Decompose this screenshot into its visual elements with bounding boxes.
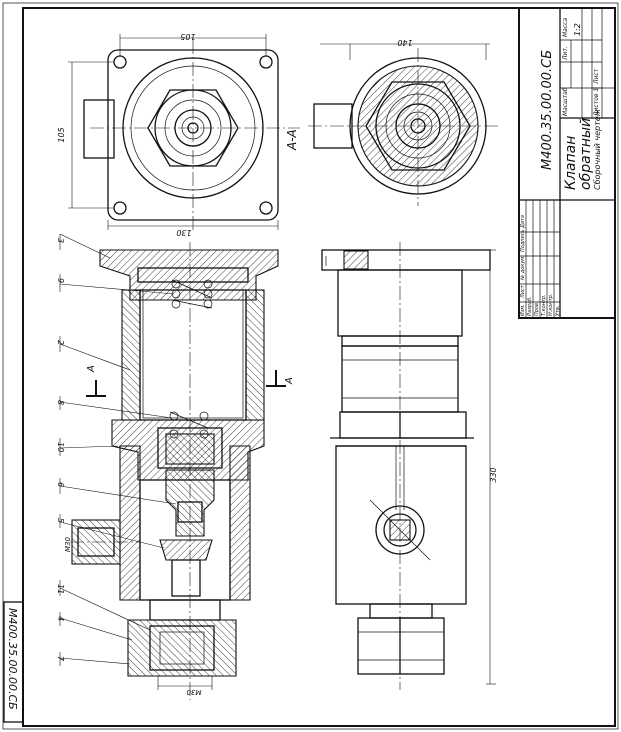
dim-height-side: 105 [57, 127, 66, 142]
dim-thread-bottom: М30 [186, 688, 201, 696]
cut-mark-left: А [86, 365, 97, 373]
left-section: М30 М30 А А [64, 242, 295, 700]
callout-7: 7 [56, 656, 65, 662]
sheets-label: Листов 1 [593, 88, 600, 117]
callout-2: 2 [56, 340, 65, 345]
dim-width-top: 105 [180, 32, 195, 41]
role-utv: Утв. [555, 306, 561, 317]
callout-3: 3 [56, 238, 65, 243]
title-line-2: обратный [578, 118, 594, 190]
drawing-frame [22, 7, 616, 727]
lit-header: Лит. [562, 46, 569, 61]
doc-type: Сборочный чертеж [593, 108, 602, 190]
row-docnum: № докум. [520, 255, 526, 281]
role-prov: Пров. [534, 301, 540, 316]
mass-header: Масса [562, 18, 569, 37]
sheet-label: Лист [593, 68, 600, 85]
dim-total-length: 330 [489, 467, 498, 482]
callout-6: 6 [56, 482, 65, 487]
callout-8: 8 [56, 400, 65, 405]
role-razrab: Разраб. [527, 296, 533, 316]
dim-thread-side: М30 [64, 537, 72, 552]
cut-mark-right: А [284, 377, 295, 385]
stamp-designation: М400.35.00.00.СБ [6, 608, 19, 710]
row-date: Дата [520, 215, 526, 229]
callouts: 3 9 2 8 10 6 5 11 4 7 [56, 233, 177, 666]
callout-11: 11 [56, 584, 65, 594]
side-view: 330 [321, 242, 498, 690]
title-block: М400.35.00.00.СБ Клапан обратный Сборочн… [518, 7, 616, 319]
section-view: 140 А-А [285, 38, 500, 206]
dim-diameter-right: 140 [397, 38, 412, 47]
dim-width-bottom: 130 [176, 228, 191, 237]
role-tkontr: Т.контр. [541, 294, 547, 316]
top-view: 105 105 130 [57, 32, 300, 237]
callout-4: 4 [56, 616, 65, 621]
row-list: Лист [520, 284, 526, 299]
scale-value: 1:2 [573, 23, 582, 36]
row-izm: Изм. [520, 304, 526, 316]
callout-10: 10 [56, 442, 65, 452]
section-label: А-А [285, 129, 299, 151]
designation-stamp: М400.35.00.00.СБ [3, 601, 24, 723]
row-sign: Подпись [520, 229, 526, 252]
callout-9: 9 [56, 278, 65, 283]
title-line-1: Клапан [563, 136, 579, 190]
drawing-designation: М400.35.00.00.СБ [540, 50, 555, 170]
scale-header: Масштаб [562, 87, 569, 116]
role-nkontr: Н.контр. [548, 294, 554, 316]
callout-5: 5 [56, 518, 65, 523]
